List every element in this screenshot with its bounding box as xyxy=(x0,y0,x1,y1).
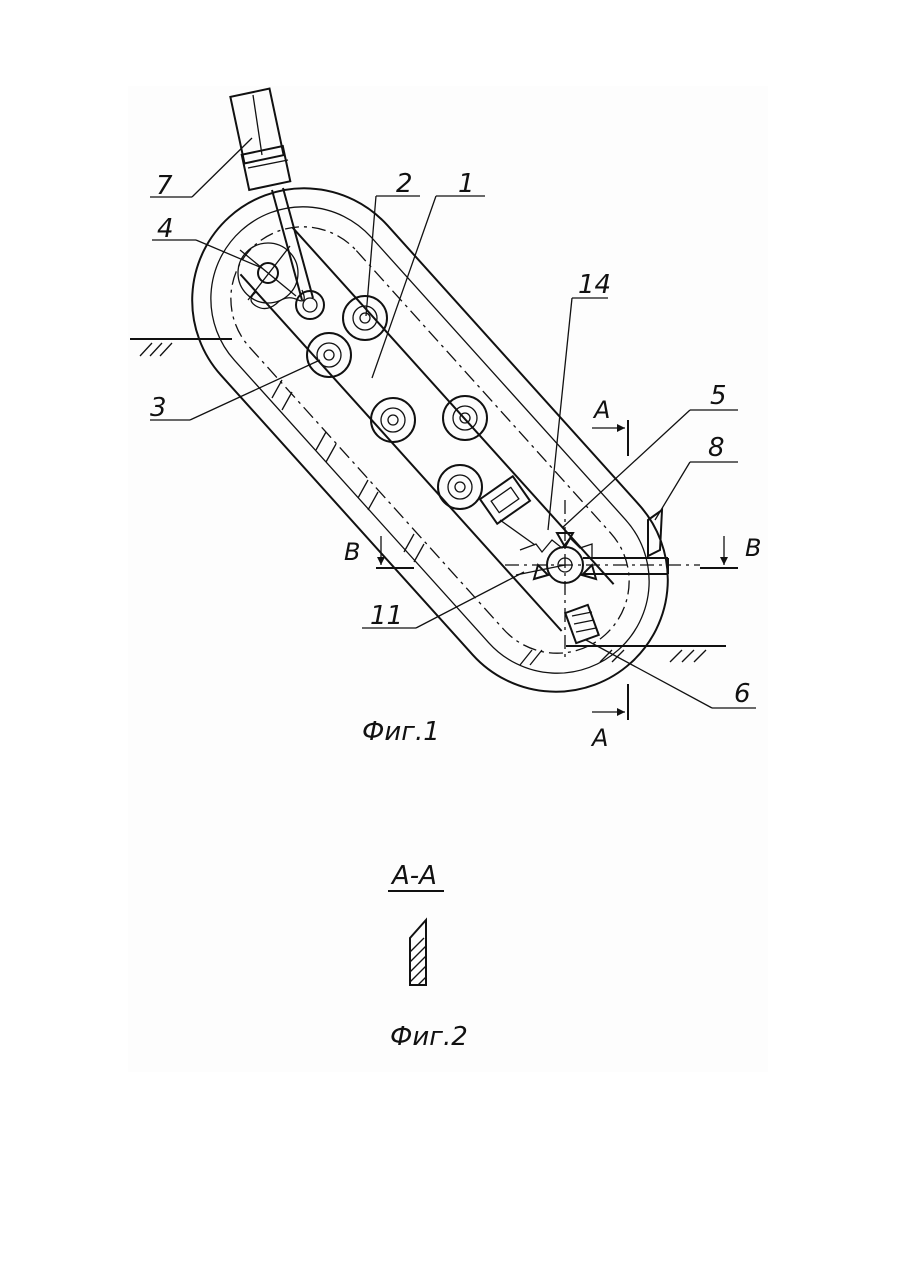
section-letter-b-right: В xyxy=(745,534,761,562)
label-11: 11 xyxy=(370,601,403,631)
label-2: 2 xyxy=(396,169,413,199)
section-marker-a-bottom xyxy=(592,684,628,720)
section-letter-b-left: В xyxy=(344,538,360,566)
label-5: 5 xyxy=(710,381,727,411)
ground-surface-left xyxy=(130,339,232,356)
figure1-caption: Фиг.1 xyxy=(362,717,440,747)
label-4: 4 xyxy=(157,214,174,244)
figure2-title: А-А xyxy=(390,861,437,891)
label-6: 6 xyxy=(734,679,751,709)
label-1: 1 xyxy=(458,169,475,199)
label-3: 3 xyxy=(150,393,167,423)
roller-2 xyxy=(343,296,387,340)
roller-mid-left xyxy=(371,398,415,442)
label-14: 14 xyxy=(578,270,611,300)
label-8: 8 xyxy=(708,433,725,463)
slope-hatching xyxy=(272,380,424,562)
section-letter-a-top: А xyxy=(592,396,610,424)
roller-small-top xyxy=(296,291,324,319)
section-profile-hatched xyxy=(410,920,426,985)
cutting-knife xyxy=(648,510,662,556)
leader-lines xyxy=(150,138,756,708)
section-letter-a-bottom: А xyxy=(590,724,608,752)
bottom-nozzle xyxy=(565,605,598,643)
section-marker-b-left xyxy=(376,536,414,568)
lower-drive-wheel xyxy=(516,533,668,583)
roller-lower xyxy=(438,465,482,509)
drive-rod xyxy=(230,89,313,300)
ground-surface-right xyxy=(520,646,726,665)
center-lines xyxy=(505,500,700,660)
figure2-caption: Фиг.2 xyxy=(390,1022,468,1052)
label-7: 7 xyxy=(156,171,173,201)
section-marker-b-right xyxy=(700,536,738,568)
section-marker-a-top xyxy=(592,420,628,456)
